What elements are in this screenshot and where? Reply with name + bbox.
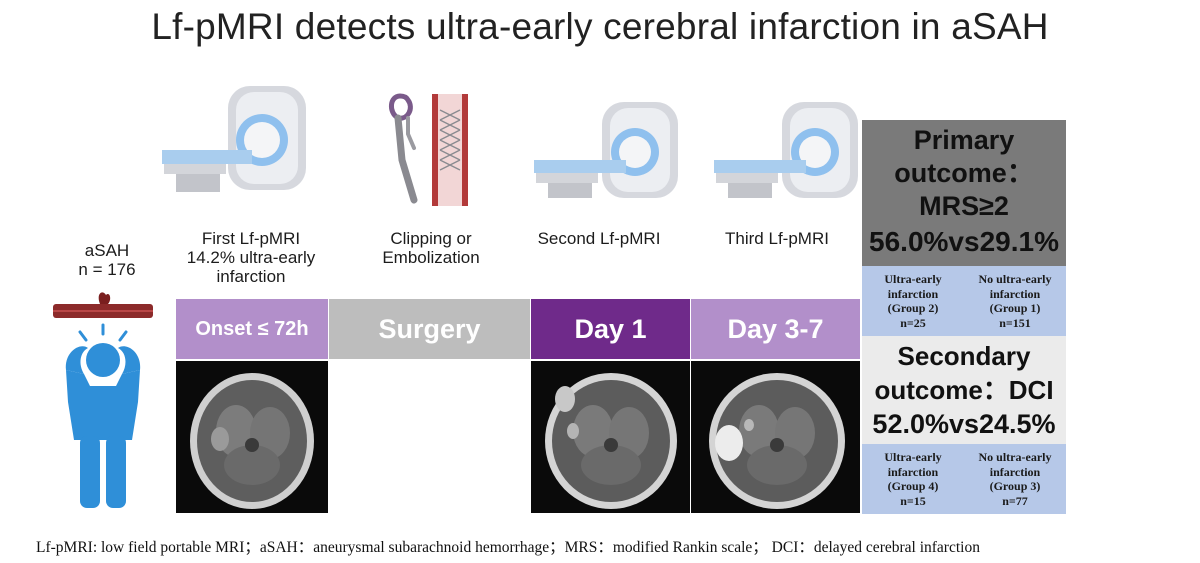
primary-outcome-label: outcome： bbox=[894, 158, 1034, 188]
footnote-abbreviations: Lf-pMRI: low field portable MRI；aSAH：ane… bbox=[36, 539, 980, 556]
step-label-line: 14.2% ultra-early bbox=[186, 248, 316, 267]
timeline-bar-onset: Onset ≤ 72h bbox=[176, 299, 328, 359]
step-label-line: Second Lf-pMRI bbox=[537, 229, 661, 248]
person-icon bbox=[65, 343, 141, 508]
primary-outcome-title: Primary bbox=[913, 125, 1015, 155]
patient-figure-icon bbox=[53, 292, 153, 508]
group-1-cell: No ultra-early infarction (Group 1) n=15… bbox=[964, 266, 1066, 336]
primary-outcome-result: 56.0%vs29.1% bbox=[869, 226, 1059, 257]
group-cell-line: n=15 bbox=[900, 493, 926, 508]
vessel-stent-icon bbox=[432, 94, 468, 206]
patient-label: aSAH n = 176 bbox=[62, 241, 152, 279]
mri-scan-image-day3-7 bbox=[691, 361, 860, 513]
secondary-outcome-box: Secondary outcome：DCI 52.0%vs24.5% bbox=[862, 336, 1066, 444]
group-cell-line: No ultra-early bbox=[978, 272, 1052, 286]
group-cell-line: n=151 bbox=[999, 315, 1031, 330]
group-cell-line: (Group 4) bbox=[887, 479, 939, 493]
group-cell-line: No ultra-early bbox=[978, 450, 1052, 464]
group-cell-line: (Group 3) bbox=[989, 479, 1041, 493]
aneurysm-clip-icon bbox=[389, 93, 418, 204]
group-cell-line: Ultra-early bbox=[884, 450, 942, 464]
figure-title: Lf-pMRI detects ultra-early cerebral inf… bbox=[151, 6, 1049, 47]
step-label-line: infarction bbox=[216, 267, 286, 286]
secondary-outcome-result: 52.0%vs24.5% bbox=[872, 409, 1056, 439]
group-cell-line: infarction bbox=[887, 286, 939, 301]
group-cell-line: n=25 bbox=[900, 315, 926, 330]
step-label-line: Third Lf-pMRI bbox=[725, 229, 829, 248]
step-label-line: First Lf-pMRI bbox=[201, 229, 301, 248]
primary-outcome-box: Primary outcome： MRS≥2 56.0%vs29.1% bbox=[862, 120, 1066, 266]
group-cell-line: infarction bbox=[989, 464, 1041, 479]
clip-and-stent-icon bbox=[389, 93, 468, 206]
group-4-cell: Ultra-early infarction (Group 4) n=15 bbox=[862, 444, 964, 514]
mri-scanner-icon-1 bbox=[162, 86, 306, 192]
timeline-bar-surgery: Surgery bbox=[329, 299, 530, 359]
step-label-second-mri: Second Lf-pMRI bbox=[524, 229, 674, 248]
timeline-bar-day3-7: Day 3-7 bbox=[691, 299, 860, 359]
step-label-line: Clipping or bbox=[390, 229, 472, 248]
group-3-cell: No ultra-early infarction (Group 3) n=77 bbox=[964, 444, 1066, 514]
secondary-groups: Ultra-early infarction (Group 4) n=15 No… bbox=[862, 444, 1066, 514]
step-label-first-mri: First Lf-pMRI 14.2% ultra-early infarcti… bbox=[166, 229, 336, 286]
group-cell-line: Ultra-early bbox=[884, 272, 942, 286]
group-cell-line: n=77 bbox=[1002, 493, 1028, 508]
patient-label-line1: aSAH bbox=[84, 241, 130, 260]
secondary-outcome-title: Secondary bbox=[897, 341, 1031, 371]
mri-scan-image-onset bbox=[176, 361, 328, 513]
primary-groups: Ultra-early infarction (Group 2) n=25 No… bbox=[862, 266, 1066, 336]
mri-scan-image-day1 bbox=[531, 361, 690, 513]
mri-scanner-icon-2 bbox=[534, 102, 678, 198]
group-cell-line: infarction bbox=[887, 464, 939, 479]
aneurysm-vessel-icon bbox=[53, 292, 153, 318]
step-label-third-mri: Third Lf-pMRI bbox=[702, 229, 852, 248]
step-label-line: Embolization bbox=[382, 248, 480, 267]
step-label-surgery: Clipping or Embolization bbox=[356, 229, 506, 267]
primary-outcome-measure: MRS≥2 bbox=[919, 191, 1009, 221]
secondary-outcome-label: outcome：DCI bbox=[874, 375, 1054, 405]
group-cell-line: (Group 1) bbox=[989, 301, 1041, 315]
group-2-cell: Ultra-early infarction (Group 2) n=25 bbox=[862, 266, 964, 336]
timeline-bar-day1: Day 1 bbox=[531, 299, 690, 359]
group-cell-line: (Group 2) bbox=[887, 301, 939, 315]
group-cell-line: infarction bbox=[989, 286, 1041, 301]
mri-scanner-icon-3 bbox=[714, 102, 858, 198]
patient-label-line2: n = 176 bbox=[78, 260, 136, 279]
